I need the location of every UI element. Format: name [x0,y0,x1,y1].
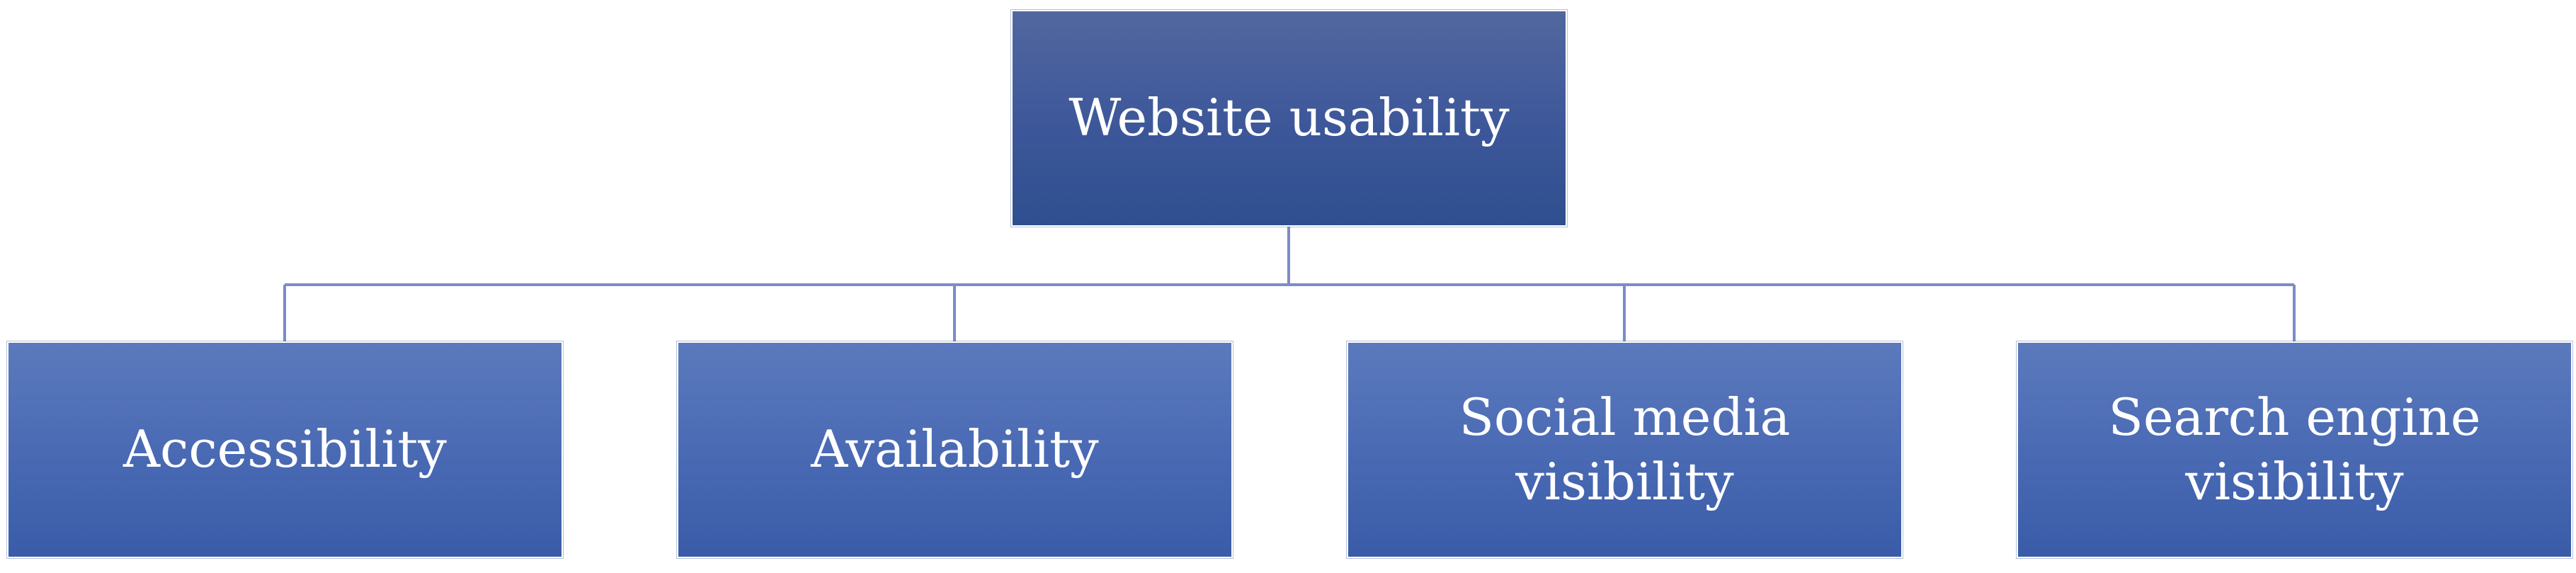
node-label-accessibility: Accessibility [123,419,447,480]
node-label-availability: Availability [811,419,1099,480]
node-accessibility: Accessibility [7,341,563,558]
node-social-media-visibility: Social media visibility [1347,341,1903,558]
node-label-website-usability: Website usability [1068,88,1510,148]
node-search-engine-visibility: Search engine visibility [2017,341,2572,558]
node-availability: Availability [677,341,1233,558]
node-label-search-engine-visibility: Search engine visibility [2108,387,2481,511]
node-website-usability: Website usability [1011,10,1567,227]
node-label-social-media-visibility: Social media visibility [1459,387,1791,511]
